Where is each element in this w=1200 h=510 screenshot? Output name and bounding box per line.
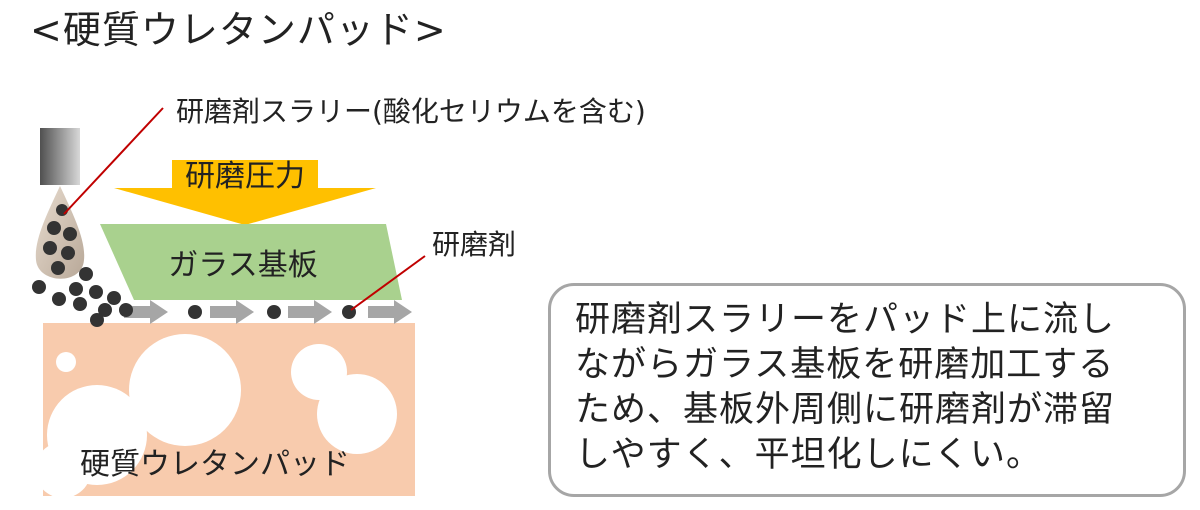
slurry-drop xyxy=(35,186,85,279)
slurry-nozzle xyxy=(40,128,80,185)
page-title: <硬質ウレタンパッド> xyxy=(30,8,447,52)
pad-label: 硬質ウレタンパッド xyxy=(80,447,350,482)
explanation-note: 研磨剤スラリーをパッド上に流し ながらガラス基板を研磨加工する ため、基板外周側… xyxy=(548,283,1186,497)
flow-arrow xyxy=(124,300,168,324)
urethane-pad xyxy=(43,323,415,496)
glass-label: ガラス基板 xyxy=(168,248,317,283)
glass-substrate: ガラス基板 xyxy=(100,224,402,300)
flow-arrow xyxy=(288,300,332,324)
abrasive-label: 研磨剤 xyxy=(432,228,516,261)
pressure-label: 研磨圧力 xyxy=(185,159,305,194)
abrasive-particles xyxy=(32,267,356,327)
note-text: 研磨剤スラリーをパッド上に流し ながらガラス基板を研磨加工する ため、基板外周側… xyxy=(575,300,1116,475)
slurry-leader-line xyxy=(63,107,164,215)
pressure-arrow: 研磨圧力 xyxy=(114,159,376,225)
slurry-label: 研磨剤スラリー(酸化セリウムを含む) xyxy=(176,95,646,128)
flow-arrow xyxy=(210,300,254,324)
pad-pores xyxy=(43,334,397,496)
flow-arrows xyxy=(124,300,412,324)
flow-arrow xyxy=(368,300,412,324)
abrasive-leader-line xyxy=(350,255,426,311)
